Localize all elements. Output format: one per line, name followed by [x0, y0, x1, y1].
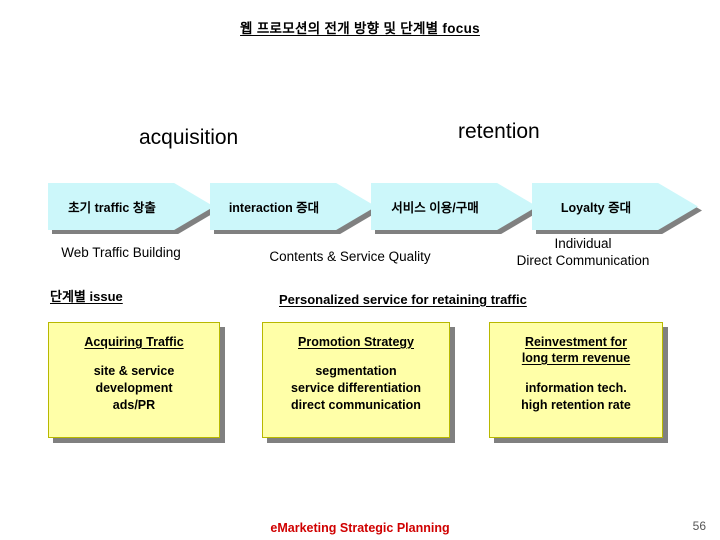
chevron-label-stage-4: Loyalty 증대 — [560, 201, 632, 215]
box-body: Reinvestment for long term revenue infor… — [489, 322, 663, 438]
box-text-1: site & service development ads/PR — [93, 364, 175, 412]
footer-brand: eMarketing Strategic Planning — [270, 521, 450, 535]
chevron-body — [371, 183, 537, 230]
page-title: 웹 프로모션의 전개 방향 및 단계별 focus — [0, 17, 720, 37]
chevron-label-stage-2: interaction 증대 — [228, 201, 320, 215]
phase-heading-acquisition: acquisition — [139, 126, 239, 149]
phase-heading-retention: retention — [458, 120, 540, 143]
box-title-3: Reinvestment for long term revenue — [521, 335, 631, 365]
chevron-body — [210, 183, 376, 230]
chevron-arrow-stage-1[interactable]: 초기 traffic 창출 — [48, 183, 218, 234]
issue-box-reinvestment[interactable]: Reinvestment for long term revenue infor… — [489, 322, 668, 443]
box-title-2: Promotion Strategy — [298, 335, 414, 349]
chevron-arrow-stage-3[interactable]: 서비스 이용/구매 — [371, 183, 541, 234]
box-text-2: segmentation service differentiation dir… — [291, 364, 421, 412]
issue-box-promotion-strategy[interactable]: Promotion Strategy segmentation service … — [262, 322, 455, 443]
box-body: Acquiring Traffic site & service develop… — [48, 322, 220, 438]
box-text-3: information tech. high retention rate — [521, 381, 631, 412]
box-body: Promotion Strategy segmentation service … — [262, 322, 450, 438]
page-number: 56 — [692, 519, 706, 533]
chevron-label-stage-1: 초기 traffic 창출 — [68, 201, 156, 215]
focus-caption-2: Contents & Service Quality — [269, 249, 431, 264]
box-title-1: Acquiring Traffic — [84, 335, 184, 349]
chevron-body — [48, 183, 214, 230]
focus-caption-3: Individual Direct Communication — [516, 236, 650, 268]
personalized-service-label: Personalized service for retaining traff… — [279, 292, 527, 307]
chevron-body — [532, 183, 698, 230]
focus-caption-1: Web Traffic Building — [61, 245, 181, 260]
issue-box-acquiring-traffic[interactable]: Acquiring Traffic site & service develop… — [48, 322, 225, 443]
stage-issue-label: 단계별 issue — [50, 289, 123, 304]
page-title-text: 웹 프로모션의 전개 방향 및 단계별 focus — [240, 21, 480, 36]
chevron-arrow-stage-4[interactable]: Loyalty 증대 — [532, 183, 702, 234]
chevron-label-stage-3: 서비스 이용/구매 — [391, 201, 479, 215]
chevron-arrow-stage-2[interactable]: interaction 증대 — [210, 183, 380, 234]
